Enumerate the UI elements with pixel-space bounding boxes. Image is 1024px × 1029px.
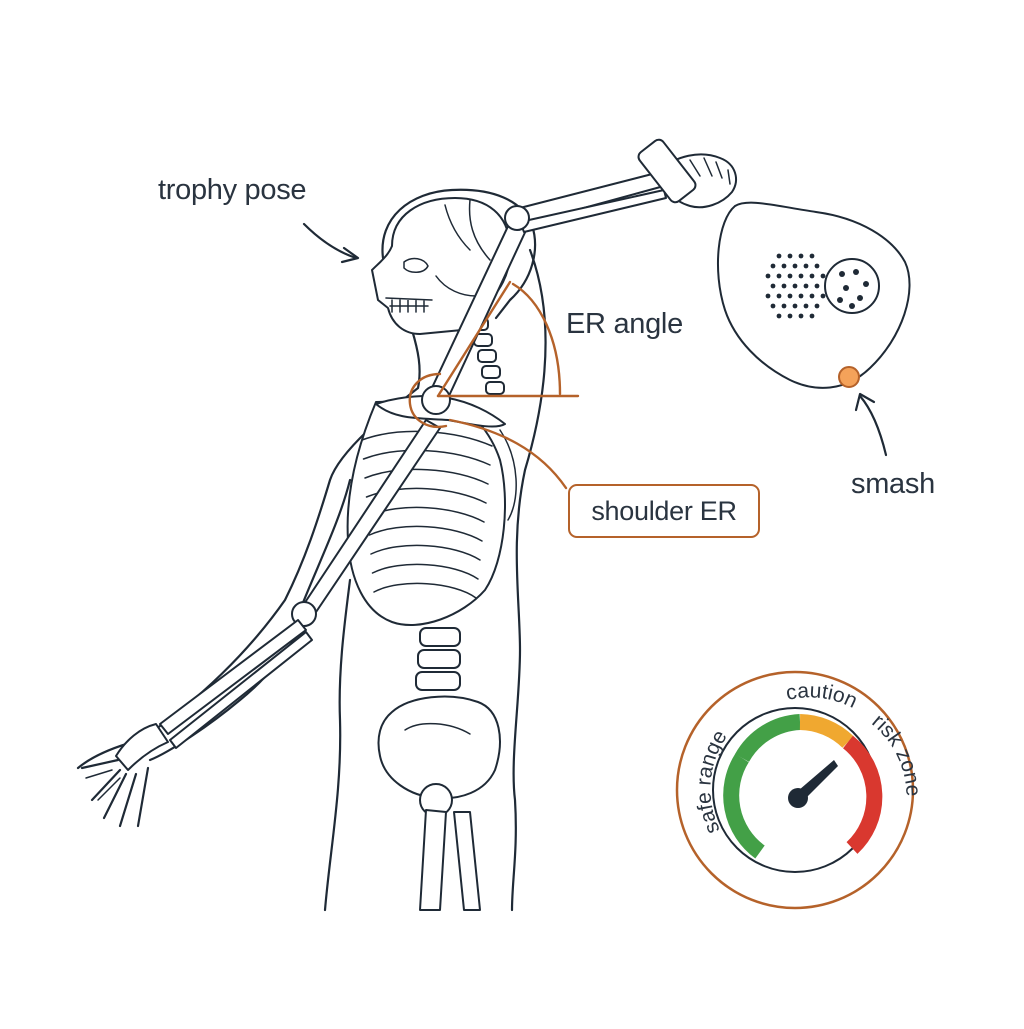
callout-connector [448, 418, 568, 490]
paddle-dot [776, 313, 782, 319]
paddle-dot [809, 273, 815, 279]
raised-arm [429, 170, 670, 399]
paddle-dot [803, 303, 809, 309]
paddle-dot [809, 313, 815, 319]
paddle-dot [770, 263, 776, 269]
er-angle-label: ER angle [566, 308, 683, 340]
paddle-dot [814, 303, 820, 309]
pelvis [377, 695, 501, 817]
pickleball-paddle [637, 138, 911, 389]
paddle-dot [803, 283, 809, 289]
gauge-zone-risk [842, 735, 883, 854]
smash-label: smash [851, 468, 935, 500]
paddle-dot [798, 253, 804, 259]
paddle-dot [792, 303, 798, 309]
paddle-dot [798, 313, 804, 319]
shoulder-er-callout: shoulder ER [568, 484, 760, 538]
er-gauge: safe range caution risk zone [675, 670, 925, 910]
paddle-dot [787, 313, 793, 319]
rib [362, 449, 491, 466]
paddle-dot [820, 273, 826, 279]
paddle-dot [792, 263, 798, 269]
trophy-arrow-icon [302, 222, 360, 264]
rib [364, 468, 489, 485]
paddle-dot [770, 303, 776, 309]
paddle-dot [776, 273, 782, 279]
paddle-dot [787, 273, 793, 279]
shoulder-joint [408, 372, 451, 429]
paddle-dot [809, 253, 815, 259]
lumbar-spine [415, 627, 461, 691]
er-angle-arc [436, 280, 580, 398]
rib [371, 563, 479, 580]
paddle-dot [776, 293, 782, 299]
paddle-dot [809, 293, 815, 299]
paddle-dot [820, 293, 826, 299]
ball-hole [849, 303, 855, 309]
smash-arrow-icon [854, 392, 888, 457]
trophy-pose-label: trophy pose [158, 174, 307, 206]
paddle-dot [765, 273, 771, 279]
paddle-dot [798, 273, 804, 279]
rib [368, 525, 483, 542]
paddle-dot [814, 283, 820, 289]
lowered-arm [159, 419, 441, 749]
rib [370, 544, 481, 561]
paddle-dot-pattern [765, 253, 831, 319]
ball-holes [837, 269, 869, 309]
paddle-dot [781, 263, 787, 269]
paddle-dot [781, 283, 787, 289]
paddle-dot [792, 283, 798, 289]
paddle-dot [787, 293, 793, 299]
ball-hole [837, 297, 843, 303]
ball-hole [863, 281, 869, 287]
rib [373, 582, 477, 599]
paddle-dot [770, 283, 776, 289]
gauge-zone-safe [723, 753, 765, 859]
femur [419, 809, 481, 911]
paddle-dot [814, 263, 820, 269]
paddle-dot [776, 253, 782, 259]
gauge-zone-caution [799, 714, 854, 748]
ball-hole [857, 295, 863, 301]
ball-hole [839, 271, 845, 277]
ball-hole [843, 285, 849, 291]
paddle-dot [803, 263, 809, 269]
ball-hole [853, 269, 859, 275]
paddle-dot [798, 293, 804, 299]
paddle-dot [765, 293, 771, 299]
lowered-hand [80, 723, 169, 828]
paddle-dot [781, 303, 787, 309]
paddle-dot [787, 253, 793, 259]
contact-point-dot [838, 366, 860, 388]
shoulder-er-label: shoulder ER [591, 495, 737, 526]
